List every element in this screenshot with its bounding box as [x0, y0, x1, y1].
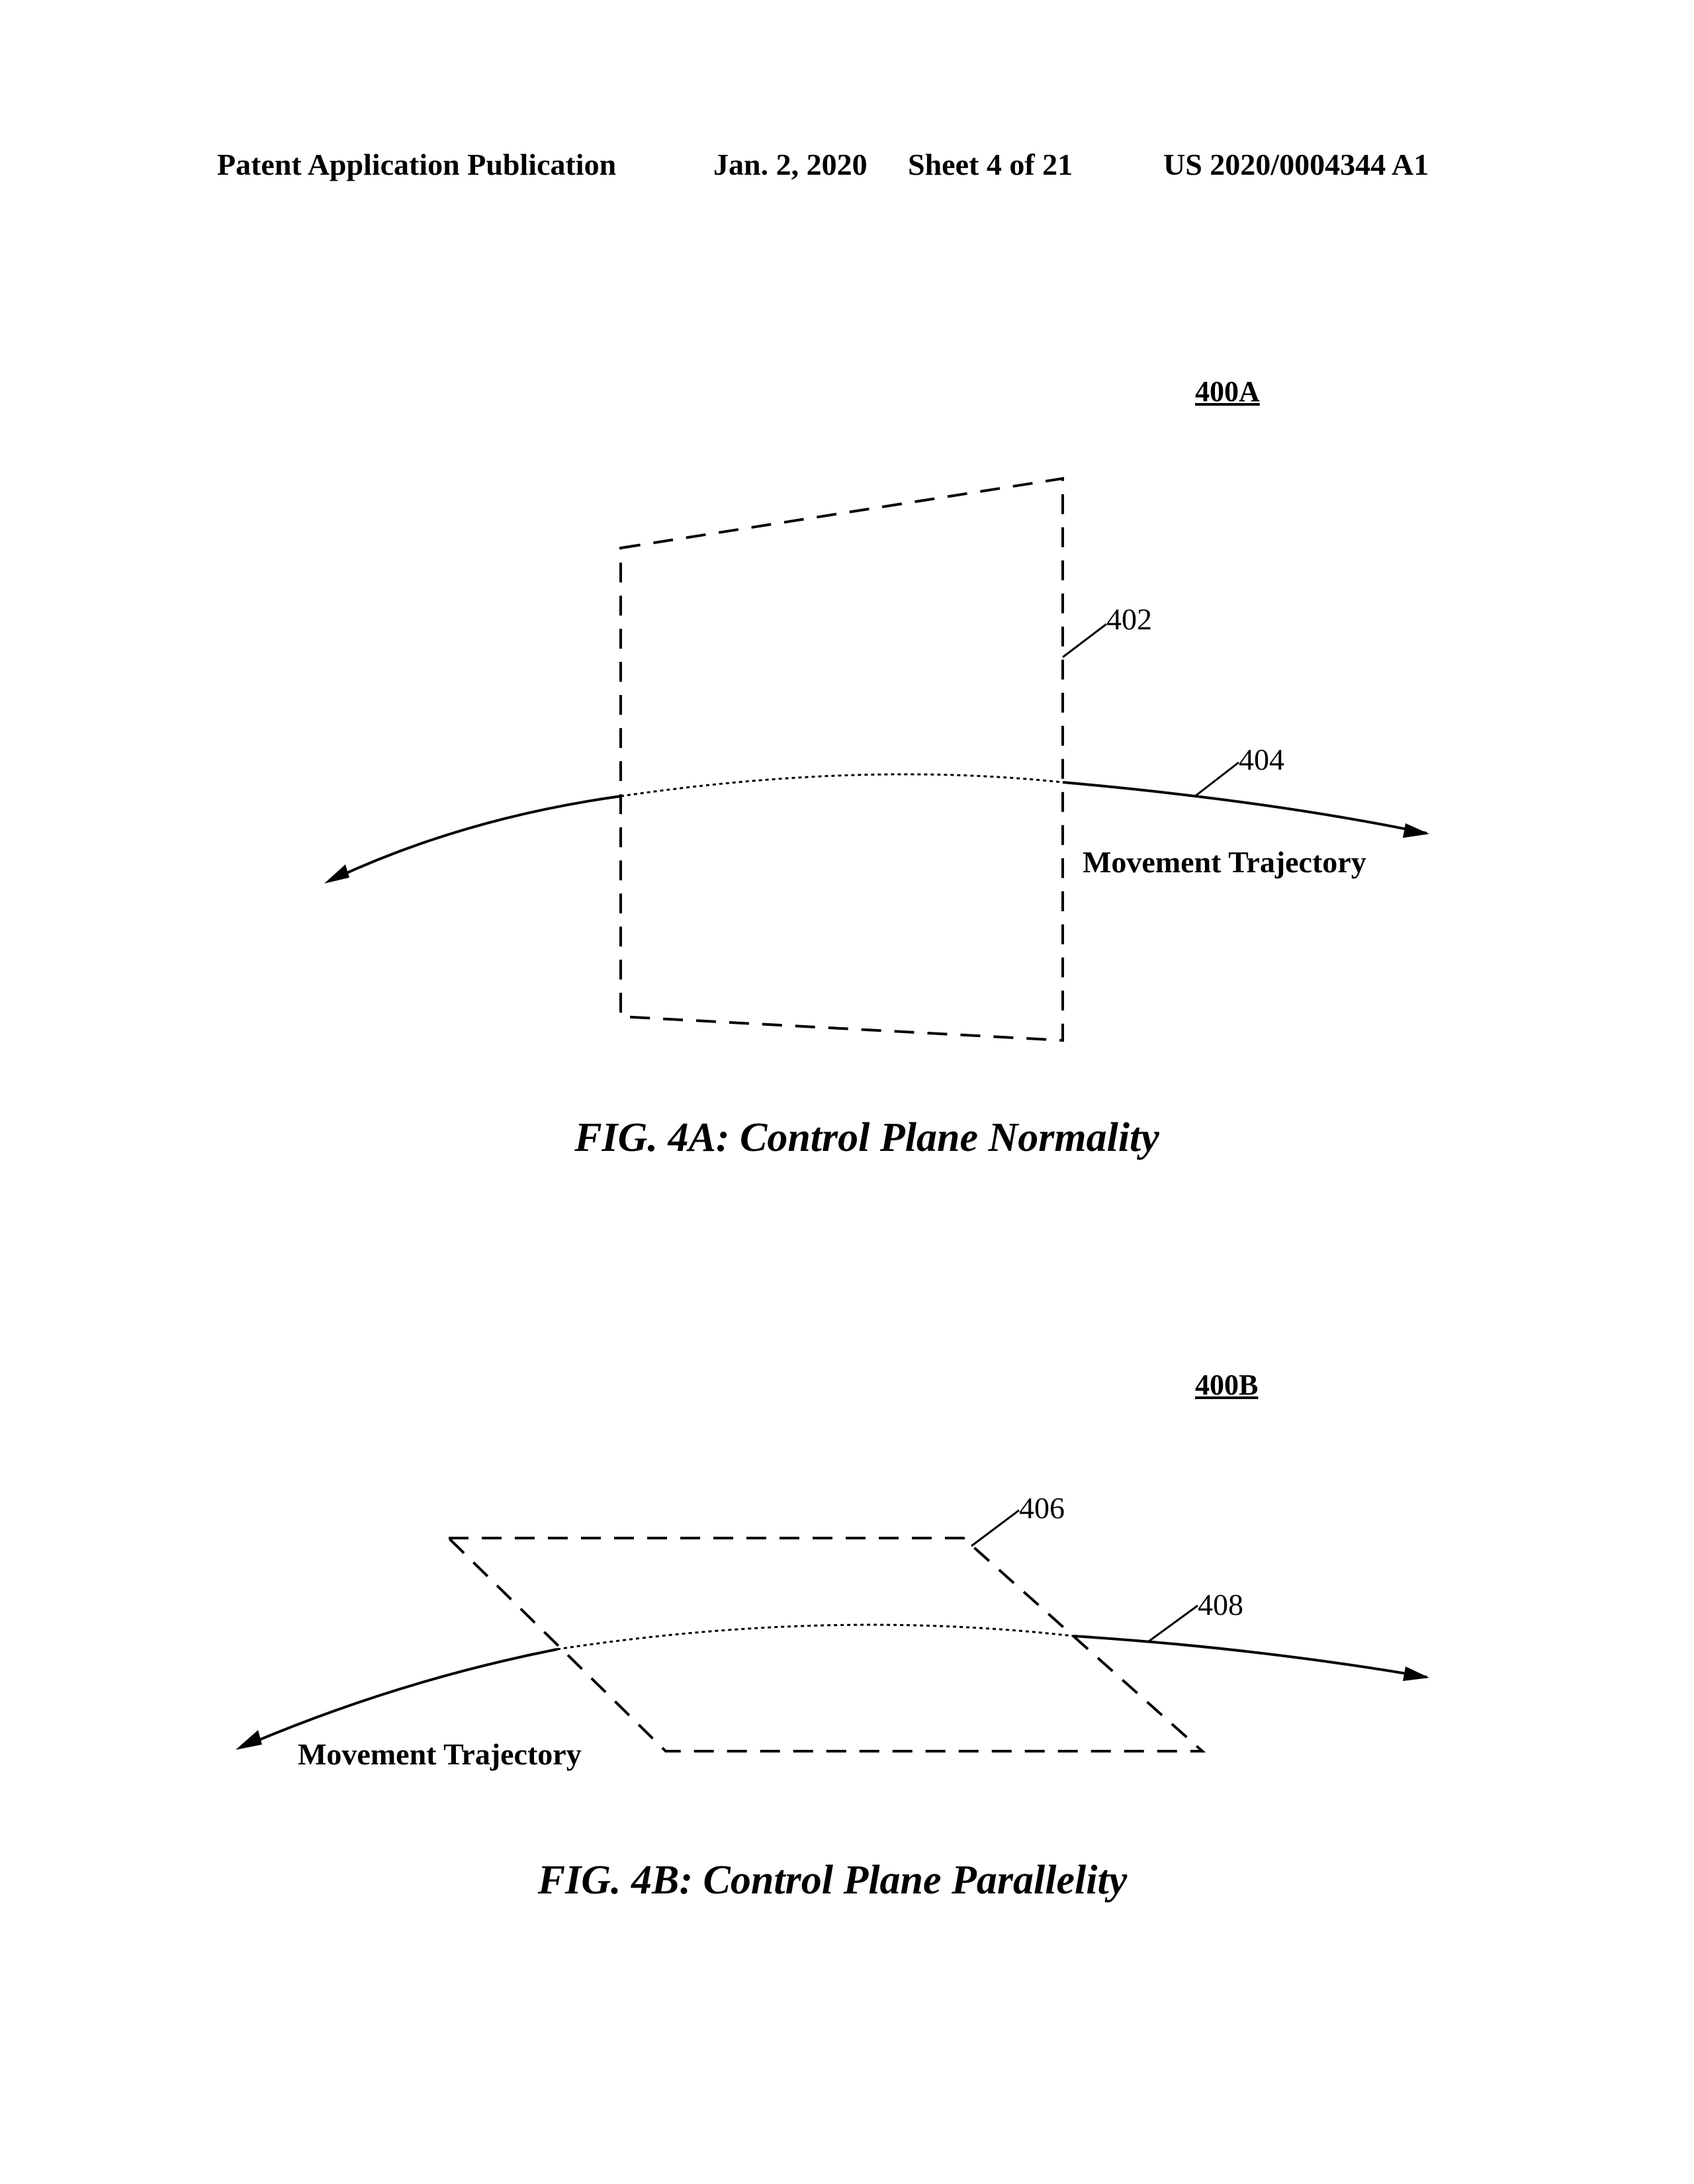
- trajectory-404-right: [1062, 781, 1427, 835]
- page-header: Patent Application Publication Jan. 2, 2…: [0, 147, 1694, 187]
- control-plane-402: [619, 477, 1064, 1042]
- sheet-number: Sheet 4 of 21: [908, 148, 1073, 181]
- trajectory-404-right-arrowhead: [1403, 823, 1429, 838]
- trajectory-408-left-arrowhead: [236, 1730, 262, 1750]
- trajectory-label-b: Movement Trajectory: [298, 1737, 582, 1771]
- trajectory-404-hidden: [620, 773, 1063, 797]
- ref-406: 406: [1019, 1491, 1065, 1525]
- trajectory-404-left: [330, 795, 621, 882]
- trajectory-408-right: [1073, 1635, 1427, 1678]
- figure-4b-diagram: 406 408 Movement Trajectory: [236, 1491, 1429, 1771]
- leader-408: [1148, 1604, 1198, 1643]
- trajectory-label-a: Movement Trajectory: [1083, 845, 1366, 879]
- trajectory-408-left: [244, 1648, 558, 1747]
- publication-number: US 2020/0004344 A1: [1163, 148, 1429, 181]
- ref-404: 404: [1239, 743, 1284, 776]
- leader-406: [971, 1509, 1020, 1547]
- figure-4b-caption: FIG. 4B: Control Plane Parallelity: [537, 1858, 1128, 1903]
- trajectory-408-hidden: [557, 1623, 1074, 1651]
- leader-404: [1194, 761, 1239, 797]
- leader-402: [1062, 623, 1107, 659]
- figure-4a-diagram: 402 404 Movement Trajectory: [324, 477, 1429, 1042]
- publication-title: Patent Application Publication: [217, 148, 617, 181]
- figure-id-400b: 400B: [1195, 1369, 1259, 1401]
- ref-402: 402: [1106, 602, 1152, 636]
- trajectory-408-right-arrowhead: [1403, 1666, 1429, 1681]
- figure-4a-caption: FIG. 4A: Control Plane Normality: [574, 1115, 1159, 1160]
- publication-date: Jan. 2, 2020: [713, 148, 868, 181]
- control-plane-406: [445, 1537, 1206, 1752]
- ref-408: 408: [1198, 1588, 1243, 1621]
- figure-id-400a: 400A: [1195, 375, 1260, 408]
- trajectory-404-left-arrowhead: [324, 864, 349, 884]
